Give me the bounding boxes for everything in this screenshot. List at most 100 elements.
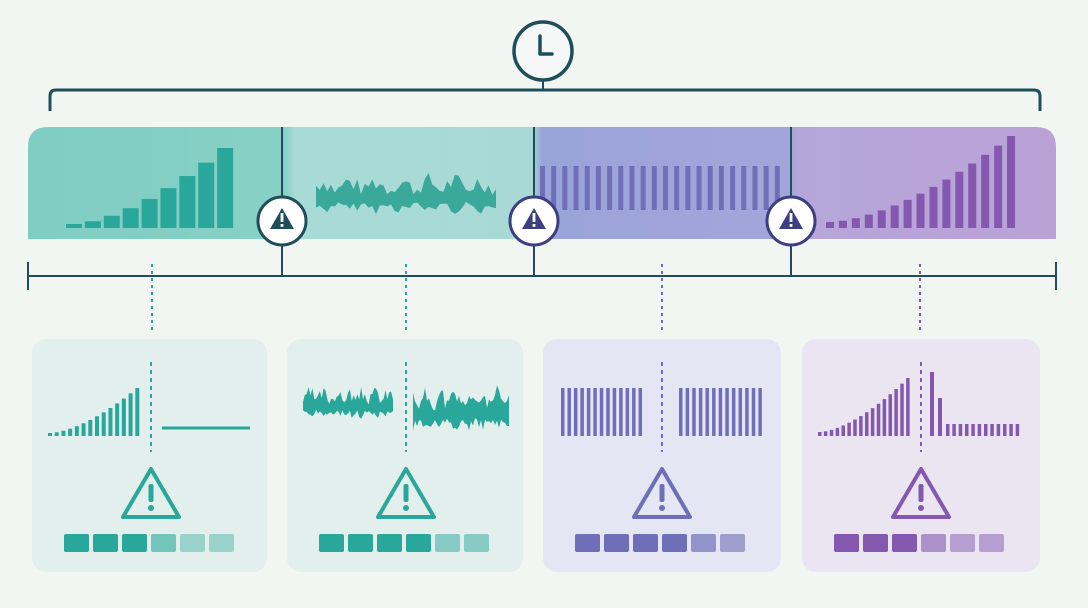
level-block <box>122 534 147 552</box>
segment-signal-bar <box>838 220 847 228</box>
panel-signal-bar <box>606 388 610 436</box>
segment-signal-bar <box>573 166 579 210</box>
panel-signal-bar <box>865 412 869 436</box>
panel-signal-bar <box>61 430 66 436</box>
panel-signal-bar <box>619 388 623 436</box>
segment-signal-bar <box>890 205 899 228</box>
segment-signal-bar <box>864 214 873 228</box>
segment-signal-bar <box>640 166 646 210</box>
level-block <box>377 534 402 552</box>
panel-signal-bar <box>971 424 975 436</box>
panel-signal-bar <box>121 398 126 436</box>
panel-signal-bar <box>823 431 828 436</box>
panel-signal-bar <box>685 388 690 436</box>
segment-signal-bar <box>179 176 196 228</box>
segment-signal-bar <box>66 224 82 228</box>
warning-triangle-icon <box>891 467 951 519</box>
panel-signal-bar <box>573 388 578 436</box>
segment-signal-bar <box>103 215 120 228</box>
panel-signal-bar <box>894 389 898 436</box>
segment-signal-bar <box>540 166 545 210</box>
panel-signal-bar <box>612 388 617 436</box>
warning-icon <box>256 195 308 247</box>
panel-signal-bar <box>108 408 113 436</box>
level-block <box>435 534 460 552</box>
panel-signal-bar <box>586 388 591 436</box>
segment-signal-bar <box>826 222 834 228</box>
segment-signal-bar <box>955 171 964 228</box>
time-axis <box>27 262 1057 290</box>
panel-signal-bar <box>88 419 93 436</box>
level-block <box>720 534 745 552</box>
panel-signal-bar <box>847 422 851 436</box>
level-block <box>64 534 89 552</box>
segment-signal-bar <box>217 148 234 228</box>
panel-signal-bar <box>48 433 52 436</box>
panel-signal-bar <box>135 388 140 436</box>
panel-signal-bar <box>725 388 729 436</box>
detail-panel-2 <box>287 339 523 572</box>
segment-signal-bar <box>160 188 177 228</box>
segment-signal-bar <box>916 193 925 228</box>
warning-triangle-icon <box>376 467 436 519</box>
segment-signal-bar <box>752 166 758 210</box>
segment-signal-bar <box>1007 136 1016 228</box>
warning-icon <box>765 195 817 247</box>
clock-icon <box>512 20 574 82</box>
segment-signal-bar <box>551 166 557 210</box>
segment-signal-bar <box>562 166 568 210</box>
segment-signal-bar <box>618 166 624 210</box>
segment-signal-bar <box>877 210 886 228</box>
panel-signal-bar <box>561 388 565 436</box>
level-block <box>151 534 176 552</box>
panel-signal-bar <box>958 424 963 436</box>
segment-signal-bar <box>607 166 613 210</box>
segment-signal-bar <box>903 199 912 228</box>
level-block <box>691 534 716 552</box>
level-block <box>464 534 489 552</box>
level-block <box>979 534 1004 552</box>
panel-signal-bar <box>54 432 59 436</box>
level-block <box>662 534 687 552</box>
panel-signal-bar <box>74 426 79 436</box>
level-block <box>406 534 431 552</box>
level-block <box>892 534 917 552</box>
segment-signal-bar <box>584 166 590 210</box>
segment-signal-bar <box>685 166 691 210</box>
level-block <box>604 534 629 552</box>
panel-signal-bar <box>95 416 99 436</box>
panel-signal-bar <box>625 388 630 436</box>
panel-signal-bar <box>679 388 683 436</box>
panel-signal-wave <box>413 385 509 431</box>
panel-signal-bar <box>984 424 988 436</box>
segment-signal-bar <box>141 198 158 228</box>
panel-signal-bar <box>882 399 887 436</box>
panel-signal-bar <box>738 388 743 436</box>
segment-signal-bar <box>674 166 680 210</box>
warning-icon <box>508 195 560 247</box>
segment-signal-bar <box>774 166 780 210</box>
panel-signal-bar <box>718 388 723 436</box>
panel-signal-bar <box>859 416 863 436</box>
panel-signal-bar <box>930 372 934 436</box>
segment-signal-bar <box>730 166 736 210</box>
panel-signal-bar <box>965 424 969 436</box>
segment-signal-bar <box>122 208 139 228</box>
segment-signal-bar <box>741 166 747 210</box>
panel-signal-bar <box>128 393 133 436</box>
panel-signal-bar <box>1015 424 1020 436</box>
segment-signal-bar <box>707 166 713 210</box>
panel-signal-bar <box>731 388 736 436</box>
panel-signal-bar <box>101 412 106 436</box>
segment-signal-bar <box>595 166 601 210</box>
panel-signal-bar <box>1003 424 1007 436</box>
time-span-bracket <box>48 88 1042 111</box>
panel-signal-bar <box>835 427 840 436</box>
segment-signal-bar <box>651 166 657 210</box>
panel-signal-bar <box>632 388 636 436</box>
segment-signal-bar <box>198 162 215 228</box>
panel-signal-bar <box>81 423 86 436</box>
segment-signal-bar <box>84 221 101 228</box>
level-block <box>180 534 205 552</box>
